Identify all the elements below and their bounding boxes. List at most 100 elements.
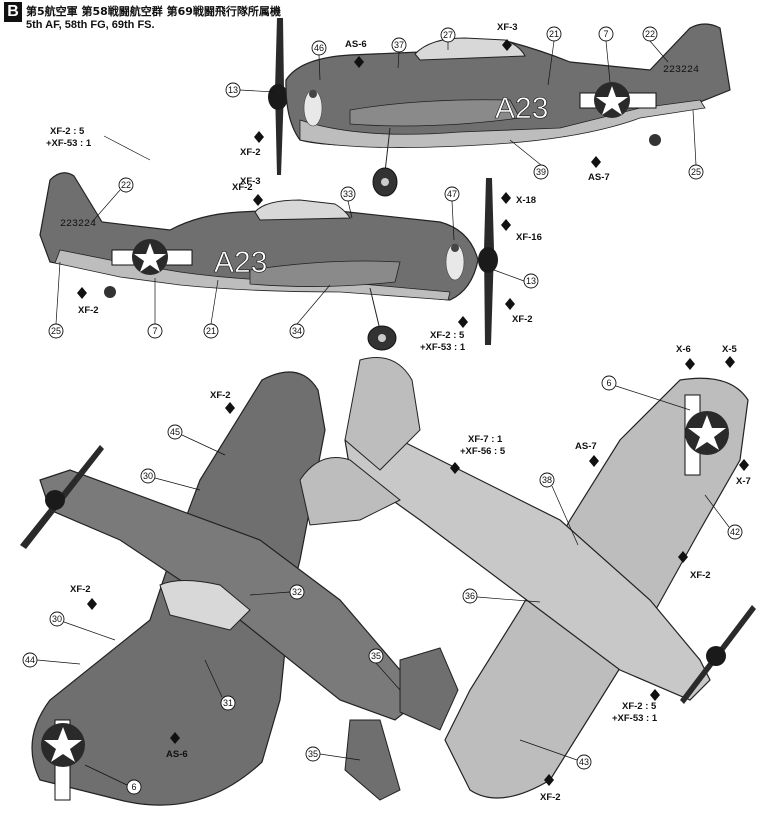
svg-text:AS-7: AS-7 (588, 172, 610, 183)
svg-text:XF-2: XF-2 (540, 792, 561, 803)
nose-art (303, 89, 323, 127)
svg-text:XF-2: XF-2 (512, 314, 533, 325)
callout-number-icon: 44 (22, 652, 81, 668)
svg-text:13: 13 (228, 85, 238, 95)
svg-text:25: 25 (51, 326, 61, 336)
paint-label: XF-3 (240, 176, 263, 206)
svg-text:AS-6: AS-6 (345, 39, 367, 50)
us-star-insignia-icon (41, 719, 85, 801)
propeller (268, 18, 288, 175)
paint-label: XF-7 : 1 +XF-56 : 5 (450, 434, 506, 474)
svg-text:X-7: X-7 (736, 476, 751, 487)
callout-group: 46 37 27 21 7 22 13 39 25 22 33 47 13 25… (22, 26, 743, 795)
callout-number-icon: 13 (225, 82, 275, 98)
paint-label: X-18 (501, 192, 536, 206)
callout-number-icon: 36 (462, 588, 541, 604)
paint-label: XF-2 (678, 551, 711, 581)
callout-number-icon: 43 (519, 739, 592, 770)
svg-text:XF-3: XF-3 (497, 22, 518, 33)
svg-text:XF-2: XF-2 (78, 305, 99, 316)
section-badge: B (4, 2, 22, 22)
paint-label: AS-6 (345, 39, 367, 68)
svg-text:32: 32 (292, 587, 302, 597)
svg-text:XF-2 : 5: XF-2 : 5 (622, 701, 657, 712)
svg-text:22: 22 (645, 29, 655, 39)
svg-text:31: 31 (223, 698, 233, 708)
svg-text:X-6: X-6 (676, 344, 691, 355)
paint-label: XF-3 (497, 22, 518, 51)
svg-text:AS-6: AS-6 (166, 749, 188, 760)
top-view (20, 371, 459, 806)
landing-gear (372, 127, 661, 197)
paint-drop-icon (589, 455, 599, 467)
serial-number: 223224 (663, 65, 699, 76)
svg-text:25: 25 (691, 167, 701, 177)
side-view-left-facing: A23 223224 (268, 18, 731, 197)
svg-text:46: 46 (314, 43, 324, 53)
svg-text:AS-7: AS-7 (575, 441, 597, 452)
canopy (159, 580, 251, 631)
callout-number-icon: 7 (147, 278, 163, 339)
callout-number-icon: 38 (539, 472, 579, 546)
svg-text:34: 34 (292, 326, 302, 336)
callout-number-icon: 32 (249, 584, 305, 600)
svg-text:44: 44 (25, 655, 35, 665)
callout-number-icon: 33 (340, 186, 356, 219)
paint-label: XF-2 (240, 131, 264, 158)
bottom-view (299, 357, 756, 799)
svg-text:XF-3: XF-3 (240, 176, 261, 187)
svg-text:43: 43 (579, 757, 589, 767)
nose-art (445, 243, 465, 281)
svg-text:+XF-53 : 1: +XF-53 : 1 (46, 138, 92, 149)
svg-text:13: 13 (526, 276, 536, 286)
side-view-right-facing: A23 223224 (39, 172, 498, 351)
svg-text:36: 36 (465, 591, 475, 601)
paint-label: X-5 (722, 344, 738, 368)
propeller (20, 445, 104, 549)
paint-label: XF-2 (77, 287, 99, 316)
callout-number-icon: 45 (167, 424, 226, 456)
svg-text:21: 21 (549, 29, 559, 39)
paint-label: XF-16 (501, 219, 542, 243)
svg-text:30: 30 (143, 471, 153, 481)
paint-label: AS-6 (166, 732, 188, 760)
svg-text:XF-16: XF-16 (516, 232, 542, 243)
callout-number-icon: 39 (509, 139, 549, 180)
callout-number-icon: 34 (289, 284, 331, 339)
svg-text:+XF-56 : 5: +XF-56 : 5 (460, 446, 506, 457)
svg-text:42: 42 (730, 527, 740, 537)
propeller (478, 178, 498, 345)
callout-number-icon: 30 (49, 611, 116, 641)
paint-label-group: AS-6 XF-3 XF-2 AS-7 XF-2 : 5 +XF-53 : 1 … (46, 22, 751, 803)
svg-text:37: 37 (394, 40, 404, 50)
callout-number-icon: 6 (601, 375, 691, 411)
paint-drop-icon (725, 356, 735, 368)
svg-text:6: 6 (131, 782, 136, 792)
paint-drop-icon (501, 192, 511, 204)
side-code: A23 (495, 92, 548, 125)
callout-number-icon: 42 (704, 494, 743, 540)
callout-number-icon: 30 (140, 468, 201, 491)
svg-text:XF-2: XF-2 (690, 570, 711, 581)
svg-text:+XF-53 : 1: +XF-53 : 1 (420, 342, 466, 353)
paint-label: AS-7 (588, 156, 610, 183)
svg-text:33: 33 (343, 189, 353, 199)
svg-text:27: 27 (443, 30, 453, 40)
us-star-insignia-icon (579, 82, 657, 118)
callout-number-icon: 35 (368, 648, 401, 691)
callout-number-icon: 22 (91, 177, 134, 223)
svg-text:XF-2: XF-2 (210, 390, 231, 401)
callout-number-icon: 47 (444, 186, 460, 241)
callout-number-icon: 21 (546, 26, 562, 86)
svg-text:30: 30 (52, 614, 62, 624)
svg-text:38: 38 (542, 475, 552, 485)
paint-drop-icon (685, 358, 695, 370)
svg-text:22: 22 (121, 180, 131, 190)
paint-drop-icon (650, 689, 660, 701)
paint-drop-icon (591, 156, 601, 168)
svg-text:6: 6 (606, 378, 611, 388)
callout-number-icon: 7 (598, 26, 614, 83)
svg-text:X-5: X-5 (722, 344, 738, 355)
title-english: 5th AF, 58th FG, 69th FS. (26, 19, 155, 31)
